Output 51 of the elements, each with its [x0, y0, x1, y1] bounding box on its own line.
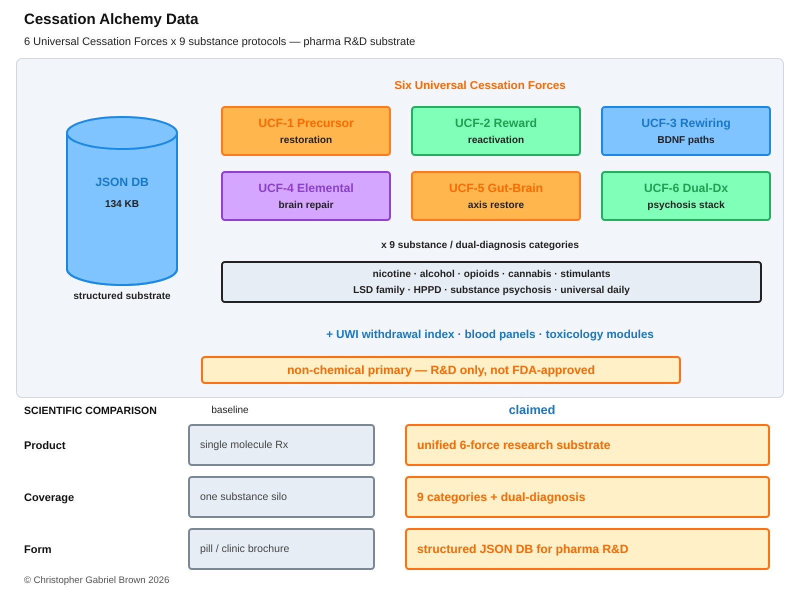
disclaimer-text: non-chemical primary — R&D only, not FDA-approved: [287, 363, 595, 377]
claimed-box: [405, 528, 770, 570]
column-heading: claimed: [508, 403, 556, 417]
row-label: Product: [24, 440, 66, 452]
force-subtitle: restoration: [280, 135, 332, 146]
database-caption: structured substrate: [72, 291, 172, 302]
section-heading: Six Universal Cessation Forces: [393, 80, 567, 92]
force-card: [411, 106, 581, 156]
force-card: [601, 106, 771, 156]
database-size: 134 KB: [105, 198, 139, 210]
database-name: JSON DB: [95, 174, 149, 188]
force-subtitle: brain repair: [278, 200, 334, 211]
force-title: UCF-3 Rewiring: [641, 116, 731, 130]
baseline-text: one substance silo: [200, 491, 287, 503]
row-label: Form: [24, 544, 52, 556]
force-subtitle: psychosis stack: [647, 200, 725, 211]
section-heading: SCIENTIFIC COMPARISON: [24, 405, 157, 417]
baseline-text: single molecule Rx: [200, 439, 288, 451]
category-list-line: nicotine · alcohol · opioids · cannabis · stimulants: [372, 268, 610, 280]
force-subtitle: axis restore: [468, 200, 524, 211]
force-title: UCF-1 Precursor: [258, 116, 354, 130]
claimed-box: [405, 476, 770, 518]
category-list-line: LSD family · HPPD · substance psychosis · universal daily: [353, 284, 630, 296]
column-heading: baseline: [210, 405, 250, 416]
force-title: UCF-5 Gut-Brain: [449, 181, 543, 195]
force-card: [221, 171, 391, 221]
force-card: [601, 171, 771, 221]
row-label: Coverage: [24, 492, 74, 504]
force-title: UCF-6 Dual-Dx: [644, 181, 728, 195]
claimed-text: 9 categories + dual-diagnosis: [417, 490, 586, 504]
claimed-box: [405, 424, 770, 466]
claimed-text: structured JSON DB for pharma R&D: [417, 542, 628, 556]
force-card: [411, 171, 581, 221]
claimed-text: unified 6-force research substrate: [417, 438, 610, 452]
disclaimer-box: [201, 356, 681, 384]
module-note: + UWI withdrawal index · blood panels · toxicology modules: [325, 329, 655, 341]
force-title: UCF-2 Reward: [454, 116, 537, 130]
baseline-box: [188, 476, 375, 518]
subtitle: 6 Universal Cessation Forces x 9 substance protocols — pharma R&D substrate: [24, 36, 416, 48]
force-subtitle: BDNF paths: [657, 135, 715, 146]
panel-background: [16, 58, 784, 398]
baseline-box: [188, 424, 375, 466]
category-panel: [221, 261, 762, 303]
copyright-note: © Christopher Gabriel Brown 2026: [24, 575, 170, 586]
section-heading: x 9 substance / dual-diagnosis categories: [380, 240, 580, 251]
force-title: UCF-4 Elemental: [258, 181, 354, 195]
force-card: [221, 106, 391, 156]
baseline-box: [188, 528, 375, 570]
title: Cessation Alchemy Data: [24, 11, 199, 28]
force-subtitle: reactivation: [468, 135, 524, 146]
baseline-text: pill / clinic brochure: [200, 543, 290, 555]
